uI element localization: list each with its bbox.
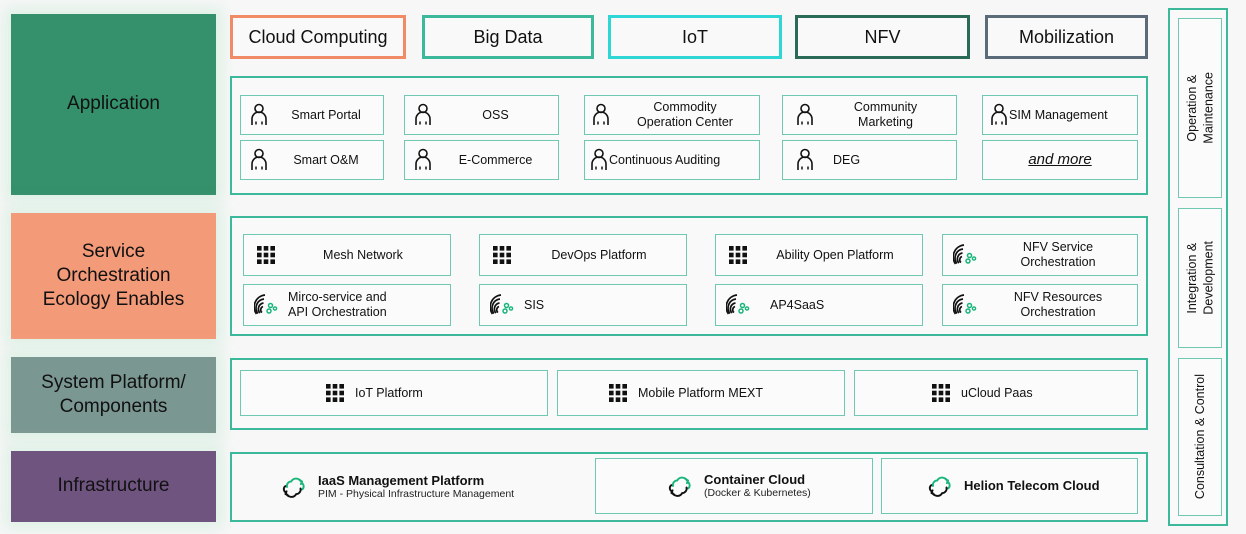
app-item-community-marketing[interactable]: Community Marketing xyxy=(782,95,957,135)
tab-nfv-label: NFV xyxy=(864,26,901,47)
rail-item-operation-maintenance[interactable]: Operation & Maintenance xyxy=(1178,18,1222,198)
svc-item-mesh-network[interactable]: Mesh Network xyxy=(243,234,451,276)
svc-item-nfv-service-orchestration-label: NFV Service Orchestration xyxy=(1020,240,1096,269)
tab-iot-label: IoT xyxy=(681,26,708,47)
rail-item-operation-maintenance-label: Operation & Maintenance xyxy=(1184,72,1215,144)
svc-item-devops-platform[interactable]: DevOps Platform xyxy=(479,234,687,276)
orchestration-icon xyxy=(726,293,752,317)
svc-item-nfv-resources-orchestration-label: NFV Resources Orchestration xyxy=(1013,290,1103,319)
sys-item-iot-platform[interactable]: IoT Platform xyxy=(240,370,548,416)
tab-big-data[interactable]: Big Data xyxy=(422,15,594,59)
person-icon xyxy=(589,148,609,172)
person-icon xyxy=(989,103,1009,127)
person-icon xyxy=(413,103,433,127)
svc-item-nfv-resources-orchestration[interactable]: NFV Resources Orchestration xyxy=(942,284,1138,326)
grid-dots-icon xyxy=(728,245,748,265)
cloud-sync-icon xyxy=(664,473,694,499)
svc-item-ability-open-platform[interactable]: Ability Open Platform xyxy=(715,234,923,276)
person-icon xyxy=(249,148,269,172)
svc-item-ap4saas-label: AP4SaaS xyxy=(770,297,825,312)
svc-item-mesh-network-label: Mesh Network xyxy=(323,247,403,262)
app-item-oss-label: OSS xyxy=(482,107,509,122)
inf-item-iaas-management-platform-subtitle: PIM - Physical Infrastructure Management xyxy=(318,488,515,501)
orchestration-icon xyxy=(953,293,979,317)
grid-dots-icon xyxy=(256,245,276,265)
app-item-deg-label: DEG xyxy=(833,152,861,167)
app-item-sim-management[interactable]: SIM Management xyxy=(982,95,1138,135)
rail-item-integration-development-label: Integration & Development xyxy=(1184,241,1215,315)
tab-cloud-computing-label: Cloud Computing xyxy=(248,26,388,47)
app-item-smart-portal[interactable]: Smart Portal xyxy=(240,95,384,135)
tab-cloud-computing[interactable]: Cloud Computing xyxy=(230,15,406,59)
svc-item-sis[interactable]: SIS xyxy=(479,284,687,326)
svc-item-sis-label: SIS xyxy=(524,297,545,312)
app-item-smart-portal-label: Smart Portal xyxy=(291,107,361,122)
app-item-continuous-auditing-label: Continuous Auditing xyxy=(609,152,721,167)
app-item-e-commerce-label: E-Commerce xyxy=(458,152,533,167)
orchestration-icon xyxy=(953,243,979,267)
tab-mobilization-label: Mobilization xyxy=(1018,26,1115,47)
app-item-and-more[interactable]: and more xyxy=(982,140,1138,180)
layer-label-system-platform-text: System Platform/ Components xyxy=(41,371,186,417)
svc-item-ability-open-platform-label: Ability Open Platform xyxy=(776,247,894,262)
rail-item-consultation-control[interactable]: Consultation & Control xyxy=(1178,358,1222,516)
cross-cutting-rail: Operation & Maintenance Integration & De… xyxy=(1168,8,1228,526)
app-item-and-more-label: and more xyxy=(1028,151,1092,169)
grid-dots-icon xyxy=(492,245,512,265)
tab-mobilization[interactable]: Mobilization xyxy=(985,15,1148,59)
inf-item-helion-telecom-cloud[interactable]: Helion Telecom Cloud xyxy=(881,458,1138,514)
inf-item-container-cloud[interactable]: Container Cloud (Docker & Kubernetes) xyxy=(595,458,873,514)
inf-item-container-cloud-title: Container Cloud xyxy=(704,472,806,488)
svc-item-ap4saas[interactable]: AP4SaaS xyxy=(715,284,923,326)
app-item-commodity-operation-center[interactable]: Commodity Operation Center xyxy=(584,95,760,135)
grid-dots-icon xyxy=(325,383,345,403)
inf-item-helion-telecom-cloud-title: Helion Telecom Cloud xyxy=(964,478,1100,494)
rail-item-integration-development[interactable]: Integration & Development xyxy=(1178,208,1222,348)
grid-dots-icon xyxy=(931,383,951,403)
layer-label-service-orchestration: Service Orchestration Ecology Enables xyxy=(11,213,216,339)
app-item-smart-om-label: Smart O&M xyxy=(293,152,359,167)
sys-item-iot-platform-label: IoT Platform xyxy=(355,385,423,400)
inf-item-container-cloud-subtitle: (Docker & Kubernetes) xyxy=(704,487,811,500)
orchestration-icon xyxy=(490,293,516,317)
inf-item-iaas-management-platform-title: IaaS Management Platform xyxy=(318,473,485,489)
person-icon xyxy=(591,103,611,127)
svc-item-micro-service-api-orchestration-label: Mirco-service and API Orchestration xyxy=(288,290,387,319)
sys-item-ucloud-paas[interactable]: uCloud Paas xyxy=(854,370,1138,416)
svc-item-micro-service-api-orchestration[interactable]: Mirco-service and API Orchestration xyxy=(243,284,451,326)
app-item-e-commerce[interactable]: E-Commerce xyxy=(404,140,559,180)
layer-label-application: Application xyxy=(11,14,216,195)
layer-label-application-text: Application xyxy=(67,93,160,115)
app-item-continuous-auditing[interactable]: Continuous Auditing xyxy=(584,140,760,180)
cloud-sync-icon xyxy=(924,473,954,499)
app-item-oss[interactable]: OSS xyxy=(404,95,559,135)
person-icon xyxy=(249,103,269,127)
inf-item-iaas-management-platform[interactable]: IaaS Management Platform PIM - Physical … xyxy=(234,456,592,518)
app-item-smart-om[interactable]: Smart O&M xyxy=(240,140,384,180)
person-icon xyxy=(795,148,815,172)
layer-label-infrastructure-text: Infrastructure xyxy=(57,475,170,497)
app-item-commodity-operation-center-label: Commodity Operation Center xyxy=(637,100,733,129)
layer-label-infrastructure: Infrastructure xyxy=(11,451,216,522)
app-item-community-marketing-label: Community Marketing xyxy=(853,100,918,129)
person-icon xyxy=(795,103,815,127)
sys-item-mobile-platform-mext-label: Mobile Platform MEXT xyxy=(638,385,764,400)
orchestration-icon xyxy=(254,293,280,317)
grid-dots-icon xyxy=(608,383,628,403)
sys-item-mobile-platform-mext[interactable]: Mobile Platform MEXT xyxy=(557,370,845,416)
app-item-sim-management-label: SIM Management xyxy=(1009,107,1108,122)
app-item-deg[interactable]: DEG xyxy=(782,140,957,180)
tab-nfv[interactable]: NFV xyxy=(795,15,970,59)
tab-iot[interactable]: IoT xyxy=(608,15,782,59)
cloud-sync-icon xyxy=(278,474,308,500)
layer-label-service-orchestration-text: Service Orchestration Ecology Enables xyxy=(42,240,185,311)
svc-item-nfv-service-orchestration[interactable]: NFV Service Orchestration xyxy=(942,234,1138,276)
tab-big-data-label: Big Data xyxy=(473,26,543,47)
sys-item-ucloud-paas-label: uCloud Paas xyxy=(961,385,1033,400)
person-icon xyxy=(413,148,433,172)
layer-label-system-platform: System Platform/ Components xyxy=(11,357,216,433)
svc-item-devops-platform-label: DevOps Platform xyxy=(551,247,647,262)
rail-item-consultation-control-label: Consultation & Control xyxy=(1192,374,1207,500)
